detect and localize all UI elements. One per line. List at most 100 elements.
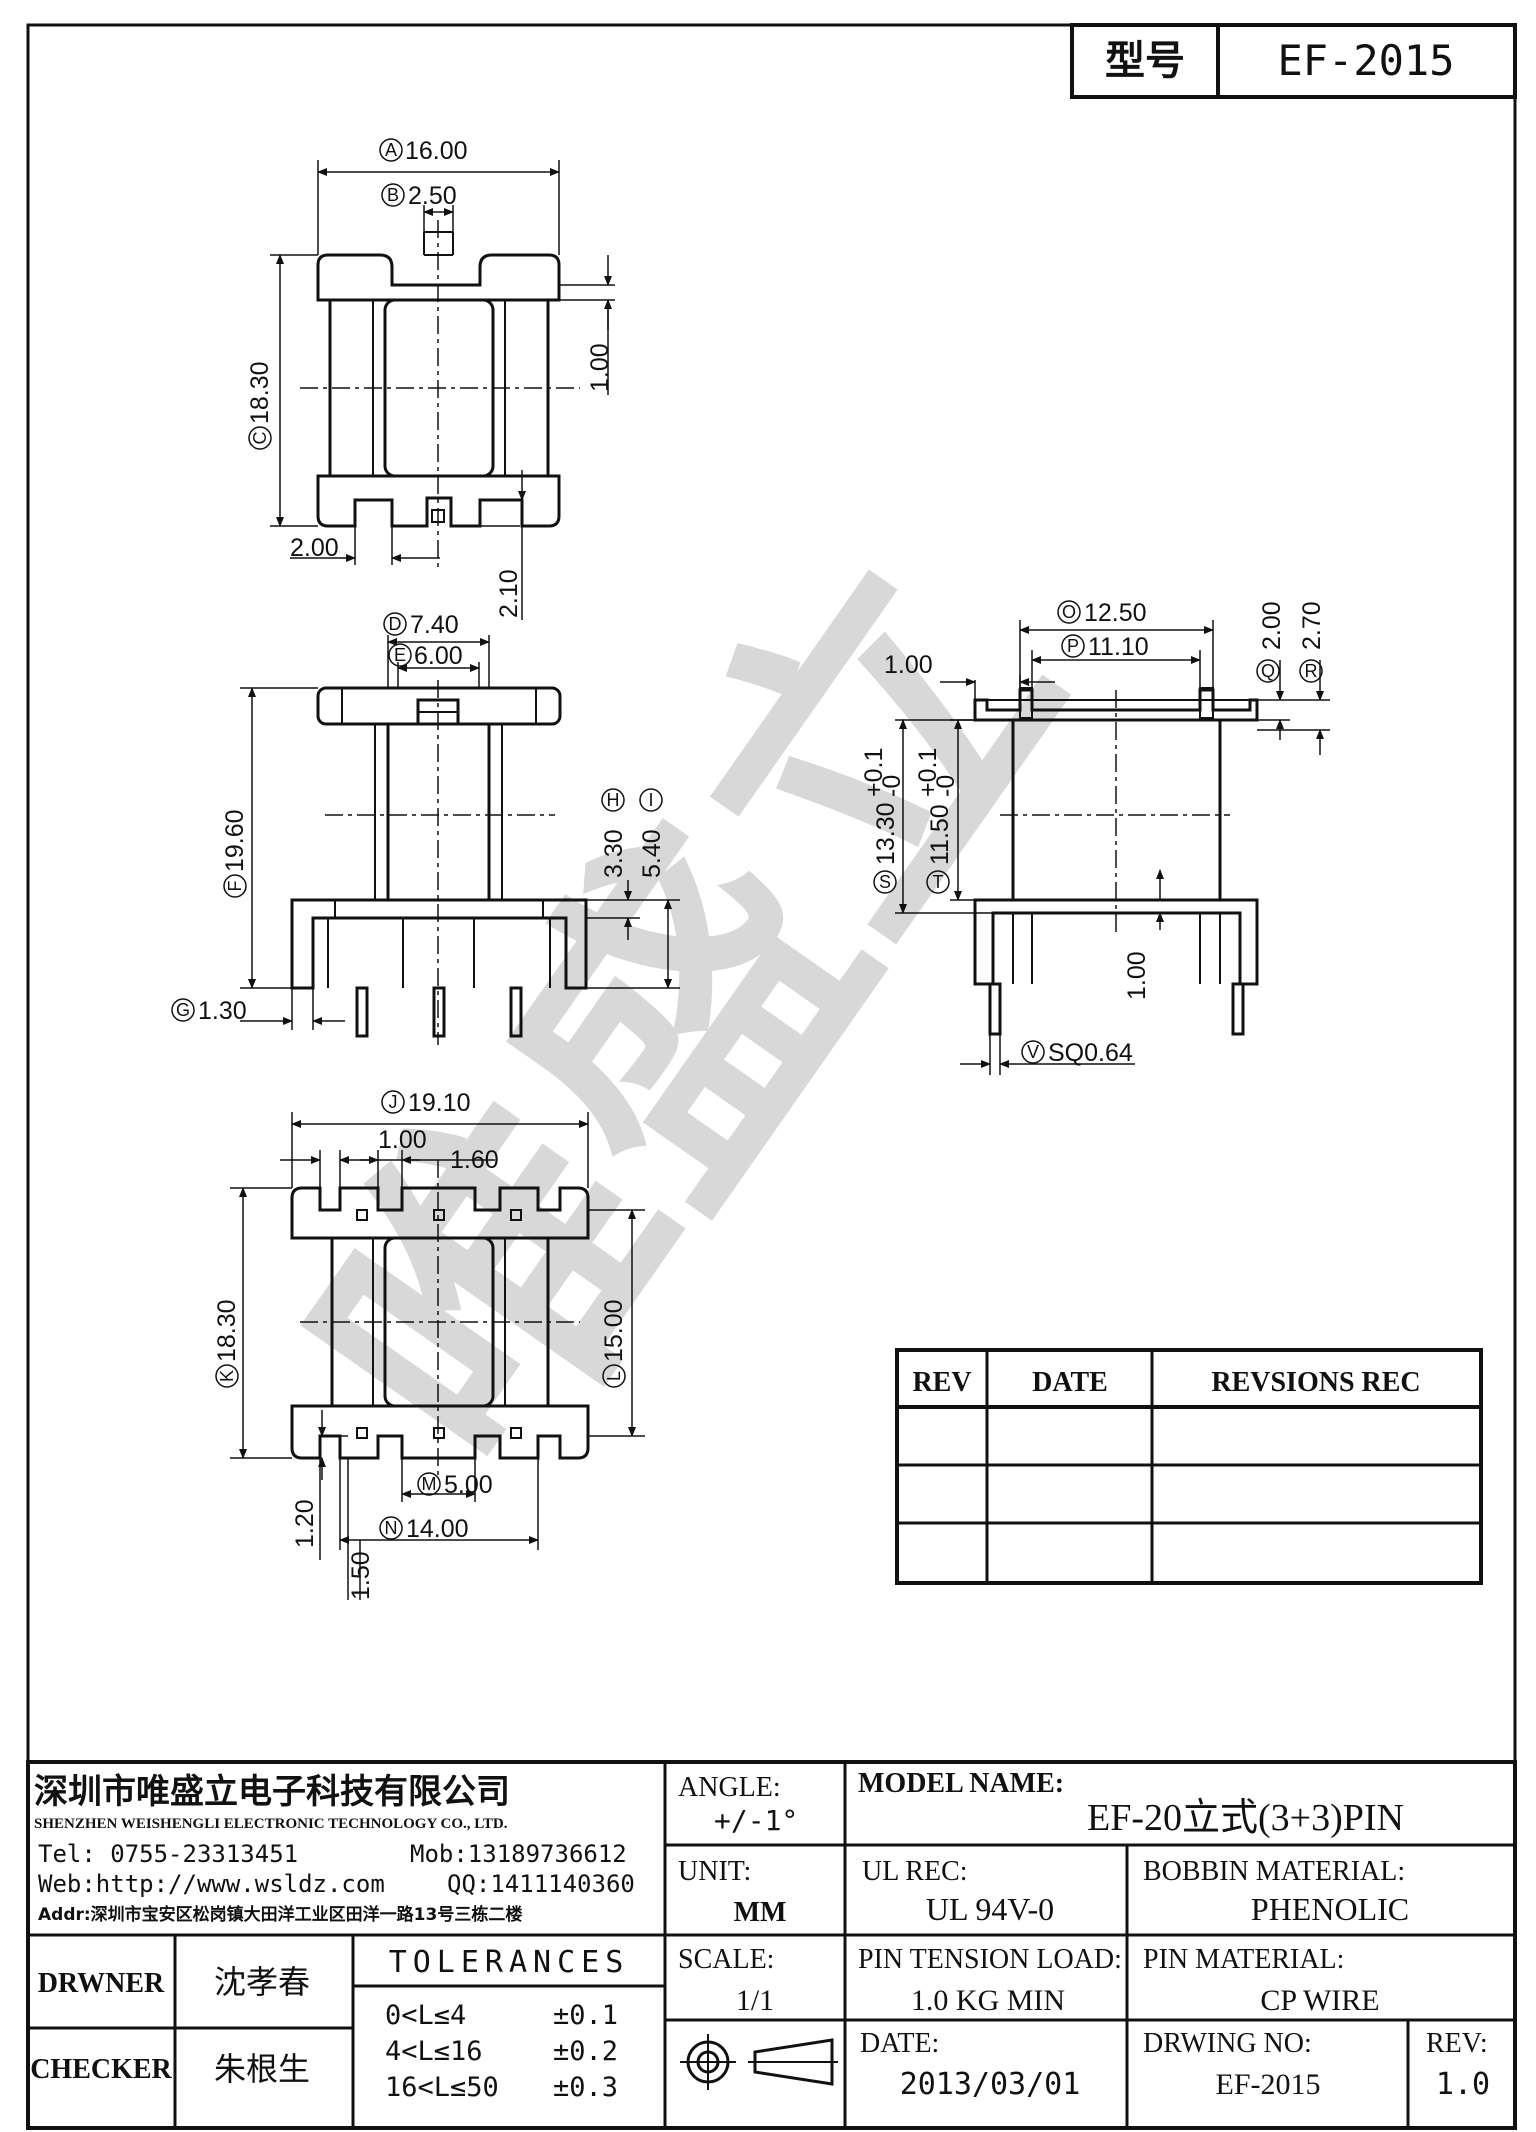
dim-L: 15.00 [600,1299,628,1362]
scale-value: 1/1 [736,1984,774,2017]
revision-table: REV DATE REVSIONS REC [895,1348,1483,1585]
projection-symbol [680,2034,838,2090]
dim-T-tol-top: +0.1 [914,748,942,797]
svg-text:K: K [217,1370,237,1382]
tel: Tel: 0755-23313451 [38,1840,298,1868]
drawing-no-label: DRWING NO: [1143,2028,1312,2059]
pin-tension-label: PIN TENSION LOAD: [858,1944,1122,1975]
dim-E: 6.00 [414,642,463,670]
dim-S-tol-top: +0.1 [860,748,888,797]
title-block: 深圳市唯盛立电子科技有限公司 SHENZHEN WEISHENGLI ELECT… [26,1760,1517,2130]
dim-M: 5.00 [444,1471,493,1499]
svg-text:E: E [394,645,406,665]
svg-text:V: V [1027,1042,1039,1062]
angle-label: ANGLE: [678,1772,781,1803]
tolerance-range-3: 16<L≤50 [385,2072,499,2103]
mob: Mob:13189736612 [410,1840,627,1868]
svg-text:R: R [1305,661,1318,681]
side-view-dimension-text: O 12.50 P 11.10 1.00 2.00 Q 2.70 R S 13.… [860,599,1326,1067]
dim-top-bottom-right: 2.10 [495,569,523,618]
company-cn: 深圳市唯盛立电子科技有限公司 [34,1772,510,1812]
pin-material-value: CP WIRE [1260,1984,1379,2017]
dim-B: 2.50 [408,182,457,210]
dim-T-value: 11.50 [926,804,954,865]
svg-text:M: M [422,1474,437,1494]
dim-F: 19.60 [221,809,249,872]
scale-label: SCALE: [678,1944,774,1975]
front-view-dimensions [240,635,680,1030]
front-view [290,686,588,1038]
dim-side-bottom: 1.00 [1123,951,1151,1000]
dim-C: 18.30 [246,361,274,424]
front-view-dimension-text: D 7.40 E 6.00 F 19.60 G 1.30 3.30 H 5.40… [171,611,666,1025]
bobbin-material-label: BOBBIN MATERIAL: [1143,1856,1405,1887]
top-view-dimensions [270,160,615,620]
svg-text:L: L [604,1371,624,1381]
svg-text:F: F [225,881,245,892]
bottom-view-dimension-text: J 19.10 1.00 1.60 K 18.30 L 15.00 M 5.00… [213,1089,628,1600]
svg-text:P: P [1067,636,1079,656]
rev-header-rec: REVSIONS REC [1211,1367,1420,1398]
address: Addr:深圳市宝安区松岗镇大田洋工业区田洋一路13号三栋二楼 [38,1904,522,1925]
qq: QQ:1411140360 [447,1870,635,1898]
date-value: 2013/03/01 [900,2067,1081,2102]
unit-value: MM [734,1897,787,1928]
dim-G: 1.30 [198,997,247,1025]
rev-header-date: DATE [1032,1367,1108,1398]
web: Web:http://www.wsldz.com [38,1870,385,1898]
dim-bot-left: 1.00 [378,1126,427,1154]
svg-text:Q: Q [1261,661,1275,681]
top-view-centerlines [300,220,580,570]
dim-top-right: 1.00 [586,343,614,392]
bottom-view-centerlines [300,1160,580,1480]
tolerance-value-3: ±0.3 [553,2072,618,2103]
pin-tension-value: 1.0 KG MIN [911,1984,1065,2017]
rev-label: REV: [1426,2028,1488,2059]
dim-P: 11.10 [1088,633,1149,661]
dim-T-tol-bottom: -0 [932,775,960,797]
rev-header-rev: REV [912,1367,971,1398]
svg-text:J: J [389,1092,398,1112]
dim-bot-v2: 1.50 [347,1551,375,1600]
dim-R-value: 2.70 [1298,601,1326,650]
dim-O: 12.50 [1084,599,1147,627]
dim-J: 19.10 [408,1089,471,1117]
svg-text:A: A [385,140,397,160]
dim-bot-mid: 1.60 [450,1146,499,1174]
dim-S-value: 13.30 [872,802,900,865]
top-view-dimension-text: A 16.00 B 2.50 C 18.30 1.00 2.00 2.10 [246,137,614,618]
drawer-name: 沈孝春 [214,1963,310,2001]
model-header: 型号 EF-2015 [1070,23,1517,99]
dim-I-value: 5.40 [638,829,666,878]
drawer-label: DRWNER [38,1968,165,1999]
tolerance-value-1: ±0.1 [553,2000,618,2031]
svg-text:N: N [385,1518,398,1538]
svg-text:I: I [648,790,653,810]
svg-text:H: H [607,790,620,810]
dim-H-value: 3.30 [600,829,628,878]
tolerance-value-2: ±0.2 [553,2036,618,2067]
company-en: SHENZHEN WEISHENGLI ELECTRONIC TECHNOLOG… [34,1816,508,1832]
tolerances-label: TOLERANCES [389,1945,630,1980]
side-view-dimensions [895,620,1330,1075]
ul-label: UL REC: [862,1856,968,1887]
dim-bot-v1: 1.20 [291,1499,319,1548]
svg-text:O: O [1062,602,1076,622]
model-value: EF-2015 [1277,36,1454,85]
unit-label: UNIT: [678,1856,751,1887]
model-name-value: EF-20立式(3+3)PIN [1087,1797,1404,1839]
dim-D: 7.40 [410,611,459,639]
bottom-view-dimensions [230,1112,645,1600]
side-view-centerlines [1000,690,1230,935]
dim-S-tol-bottom: -0 [878,775,906,797]
dim-side-left: 1.00 [884,651,933,679]
svg-text:C: C [250,432,270,445]
date-label: DATE: [860,2028,939,2059]
svg-text:T: T [933,872,944,892]
svg-text:G: G [176,1000,190,1020]
svg-text:S: S [879,872,891,892]
bobbin-material-value: PHENOLIC [1251,1891,1409,1927]
svg-text:B: B [387,185,399,205]
dim-V: SQ0.64 [1048,1039,1133,1067]
